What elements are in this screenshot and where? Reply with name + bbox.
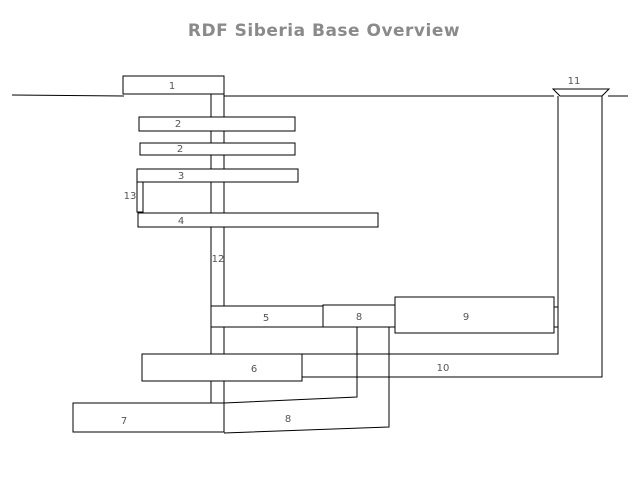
room-1: [122, 75, 225, 95]
room-4: [137, 212, 379, 228]
room-2-upper: [138, 116, 296, 132]
entrance-11: [551, 88, 611, 97]
room-6: [141, 353, 303, 382]
tunnel-10-label: 10: [437, 363, 450, 374]
entrance-11-label: 11: [568, 76, 581, 87]
room-9-label: 9: [463, 312, 469, 323]
room-3: [136, 168, 299, 183]
room-9: [394, 296, 555, 334]
room-9-connector: [553, 306, 559, 328]
room-13: [136, 181, 144, 213]
room-1-label: 1: [169, 81, 175, 92]
shaft-12-label: 12: [212, 254, 225, 265]
room-3-label: 3: [178, 171, 184, 182]
room-2-lower: [139, 142, 296, 156]
room-13-label: 13: [124, 191, 137, 202]
room-4-label: 4: [178, 216, 184, 227]
room-5-label: 5: [263, 313, 269, 324]
tunnel-8-upper-line: [223, 327, 358, 404]
room-6-label: 6: [251, 364, 257, 375]
ground-line: [11, 94, 628, 97]
tunnel-8-lower-line: [223, 327, 390, 434]
tunnel-8-label: 8: [285, 414, 291, 425]
room-7-label: 7: [121, 416, 127, 427]
diagram-title: RDF Siberia Base Overview: [188, 21, 460, 41]
tunnel-entrance-inner: [302, 96, 559, 355]
room-2-lower-label: 2: [177, 144, 183, 155]
room-8-label: 8: [356, 312, 362, 323]
room-2-upper-label: 2: [175, 119, 181, 130]
room-7: [72, 402, 225, 433]
tunnel-10: [302, 96, 603, 378]
